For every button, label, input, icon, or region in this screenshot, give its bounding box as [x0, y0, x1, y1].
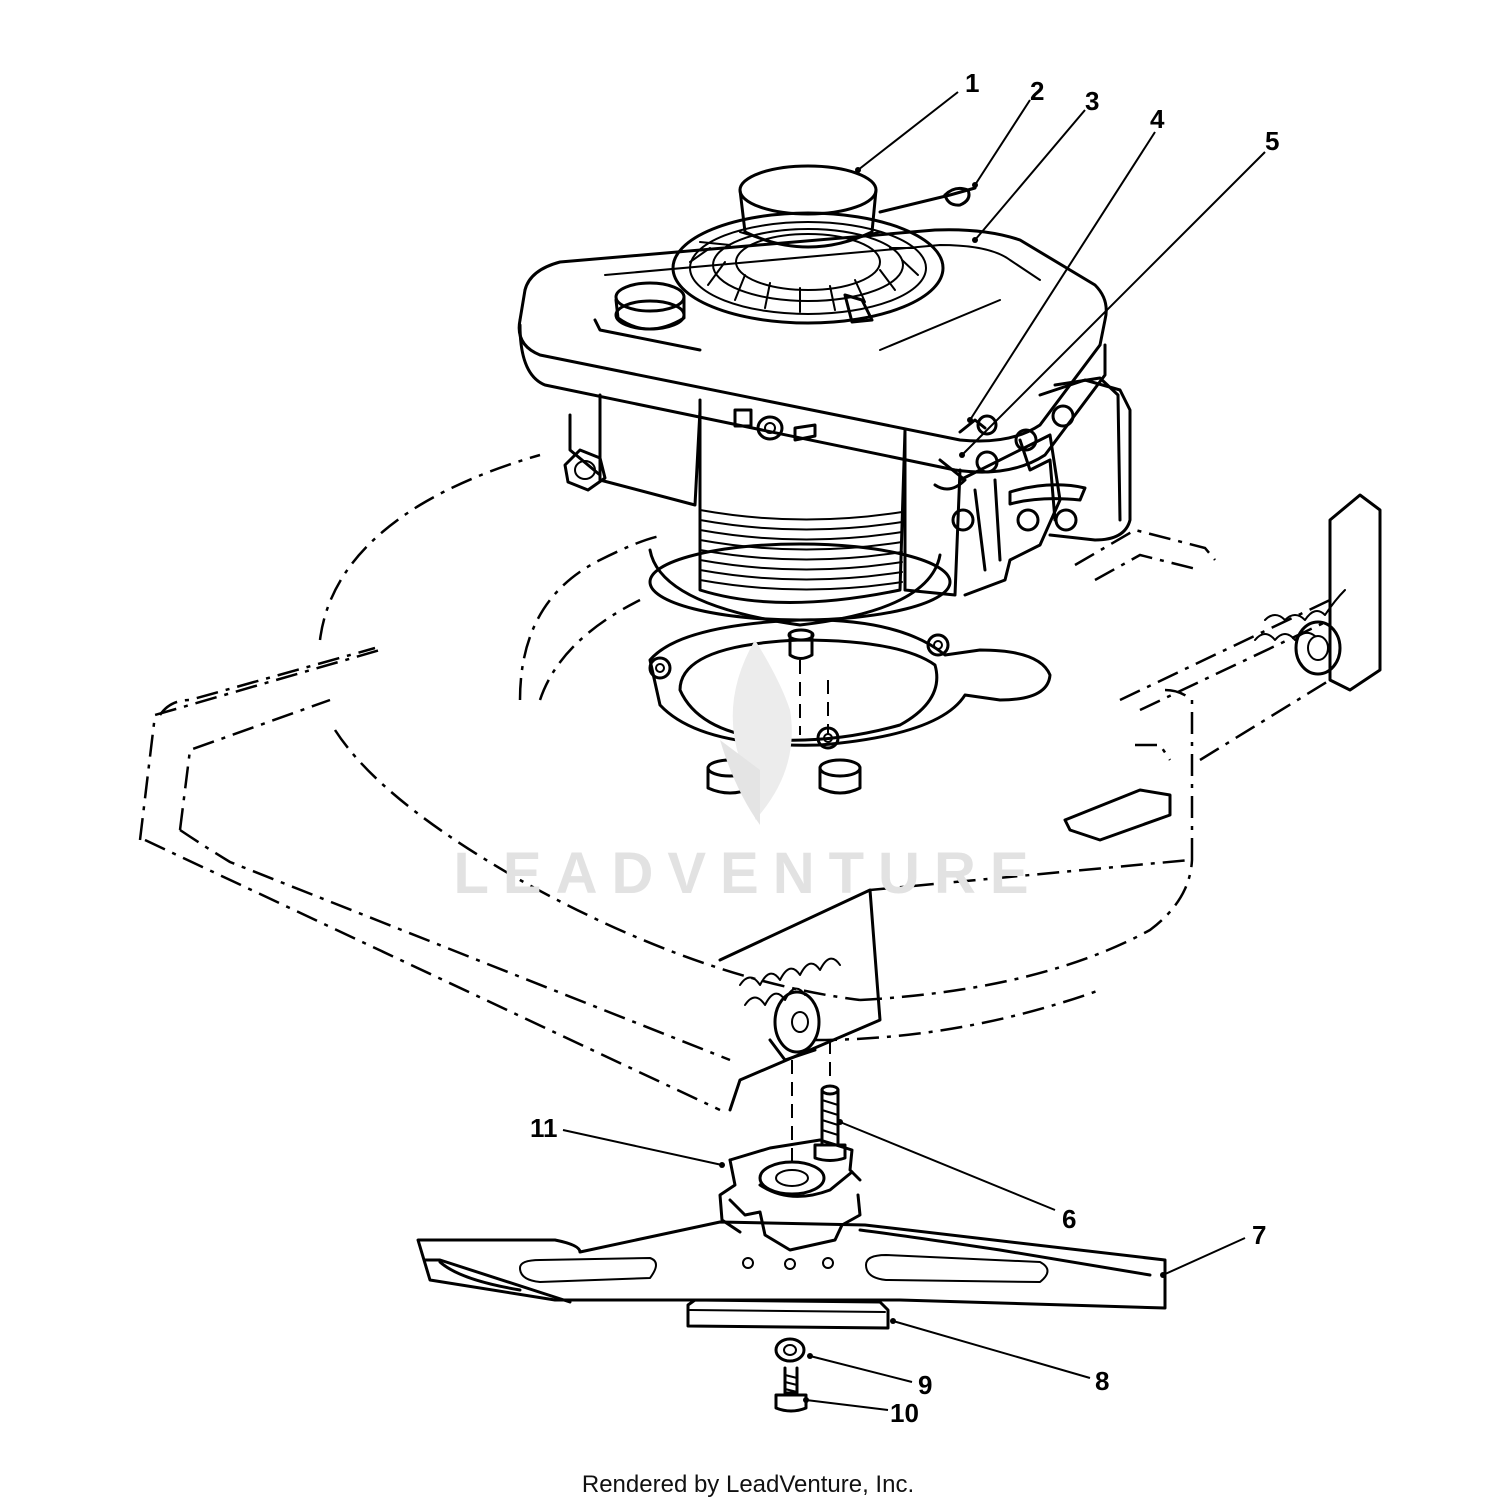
callout-6: 6	[1062, 1204, 1076, 1234]
callout-7: 7	[1252, 1220, 1266, 1250]
callout-5: 5	[1265, 126, 1279, 156]
callout-11: 11	[530, 1113, 558, 1143]
callout-2: 2	[1030, 76, 1044, 106]
callout-3: 3	[1085, 86, 1099, 116]
watermark-text: LEADVENTURE	[453, 841, 1042, 906]
mower-deck	[138, 453, 1382, 1112]
callout-8: 8	[1095, 1366, 1109, 1396]
leader-lines	[562, 91, 1266, 1411]
engine	[517, 164, 1132, 795]
callout-1: 1	[965, 68, 979, 98]
render-credit: Rendered by LeadVenture, Inc.	[582, 1471, 914, 1498]
callout-9: 9	[918, 1370, 932, 1400]
callout-labels: 1 2 3 4 5 6 7 8 9 10 11	[530, 68, 1279, 1428]
callout-10: 10	[890, 1398, 919, 1428]
callout-4: 4	[1150, 104, 1165, 134]
blade-assembly	[416, 1040, 1167, 1413]
watermark: LEADVENTURE	[453, 640, 1042, 906]
